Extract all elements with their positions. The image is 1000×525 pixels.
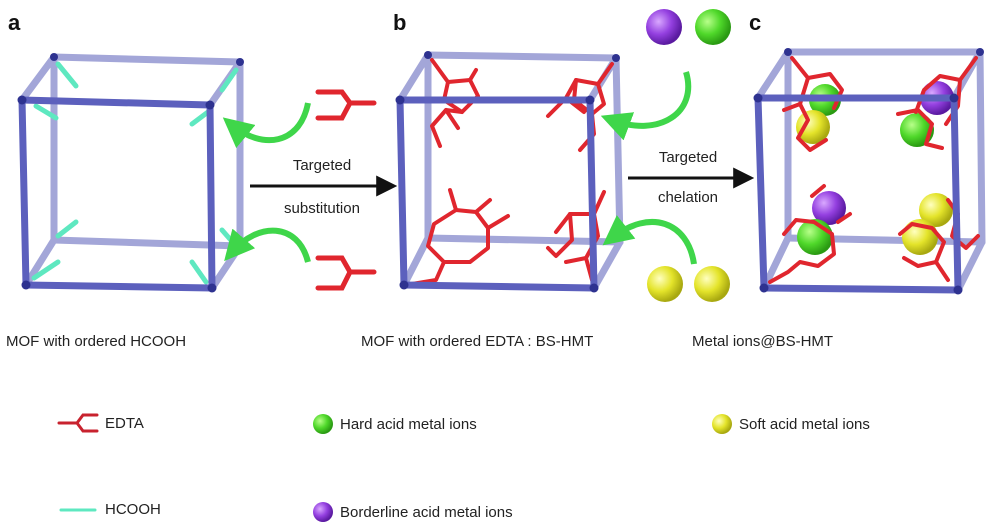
curved-arrow-icon: [222, 102, 311, 149]
legend-label-hard-acid: Hard acid metal ions: [340, 415, 477, 433]
panel-letter-b: b: [393, 10, 406, 35]
purple-sphere-icon: [812, 191, 846, 225]
cube-c-metal-ions-bs-hmt: [753, 48, 986, 295]
edta-ligand-icon: [315, 255, 377, 291]
curved-arrow-icon: [224, 227, 311, 263]
step2-line1: Targeted: [659, 149, 717, 166]
incoming-metal-ions-bottom: [602, 215, 730, 302]
legend-item-hcooh: HCOOH: [57, 501, 161, 518]
edta-ligand-icon: [57, 413, 99, 433]
caption-panel-a: MOF with ordered HCOOH: [6, 333, 187, 350]
legend-label-soft-acid: Soft acid metal ions: [739, 415, 870, 433]
incoming-metal-ions-top: [600, 9, 731, 141]
legend-label-edta: EDTA: [105, 414, 144, 432]
panel-letter-c: c: [749, 10, 761, 35]
green-sphere-icon: [900, 113, 934, 147]
step1-line2: substitution: [284, 200, 360, 217]
legend-item-edta: EDTA: [57, 413, 144, 433]
yellow-sphere-icon: [712, 414, 732, 434]
curved-arrow-icon: [602, 215, 697, 265]
yellow-sphere-icon: [919, 193, 953, 227]
green-sphere-icon: [313, 414, 333, 434]
legend-item-soft-acid: Soft acid metal ions: [711, 413, 870, 435]
legend-label-hcooh: HCOOH: [105, 501, 161, 518]
caption-panel-b: MOF with ordered EDTA : BS-HMT: [361, 333, 594, 350]
cube-b-mof-edta: [395, 51, 624, 293]
panel-letter-a: a: [8, 10, 21, 35]
cube-a-hcooh-ligands: [31, 61, 239, 285]
yellow-sphere-icon: [694, 266, 730, 302]
purple-sphere-icon: [313, 502, 333, 522]
caption-panel-c: Metal ions@BS-HMT: [692, 333, 834, 350]
cube-b-edta-ligands: [410, 58, 614, 286]
cube-a-mof-hcooh: [17, 53, 244, 293]
legend-item-borderline-acid: Borderline acid metal ions: [312, 501, 513, 523]
incoming-edta-bottom: [224, 227, 377, 291]
cube-a-nodes: [17, 53, 244, 293]
legend-item-hard-acid: Hard acid metal ions: [312, 413, 477, 435]
legend-label-borderline-acid: Borderline acid metal ions: [340, 503, 513, 521]
hcooh-ligand-icon: [59, 508, 97, 511]
incoming-edta-top: [222, 89, 377, 149]
purple-sphere-icon: [646, 9, 682, 45]
edta-ligand-icon: [315, 89, 377, 121]
cube-a-front-edges: [18, 96, 216, 292]
yellow-sphere-icon: [647, 266, 683, 302]
green-sphere-icon: [695, 9, 731, 45]
yellow-sphere-icon: [796, 110, 830, 144]
step2-line2: chelation: [658, 189, 718, 206]
curved-arrow-icon: [600, 71, 692, 141]
step1-line1: Targeted: [293, 157, 351, 174]
